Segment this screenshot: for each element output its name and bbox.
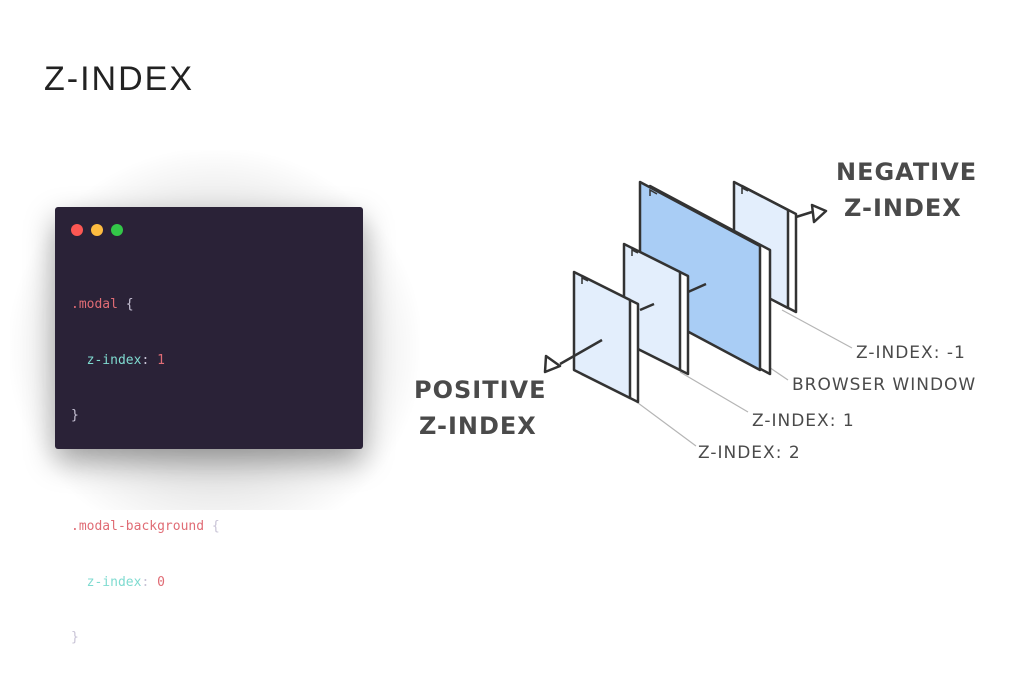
close-dot-icon (71, 224, 83, 236)
code-line: } (71, 629, 220, 648)
minimize-dot-icon (91, 224, 103, 236)
css-selector: .modal (71, 297, 118, 312)
z-axis-mid2 (639, 302, 655, 312)
arrow-negative-icon (810, 203, 828, 224)
label-z-index-2: Z-INDEX: 2 (698, 443, 801, 463)
css-property: z-index (86, 574, 142, 590)
code-line (71, 463, 220, 482)
page-title: Z-INDEX (44, 60, 194, 98)
code-line: .modal { (71, 296, 220, 315)
code-window: .modal { z-index: 1 } .modal-background … (55, 207, 363, 645)
code-brace: { (204, 519, 220, 534)
negative-label-line2: Z-INDEX (844, 194, 962, 222)
code-brace: { (117, 297, 134, 312)
css-property: z-index (86, 352, 142, 368)
z-axis-front (559, 338, 603, 366)
code-colon: : (141, 352, 158, 368)
code-line: } (71, 407, 220, 426)
label-z-index-1: Z-INDEX: 1 (752, 411, 855, 431)
z-index-diagram: NEGATIVE Z-INDEX POSITIVE Z-INDEX Z-INDE… (414, 158, 977, 463)
css-selector: .modal-background (71, 519, 205, 534)
arrow-positive-icon (543, 354, 562, 374)
label-browser-window: BROWSER WINDOW (792, 375, 976, 395)
maximize-dot-icon (111, 224, 123, 236)
code-block: .modal { z-index: 1 } .modal-background … (71, 259, 220, 685)
css-value: 1 (157, 352, 165, 368)
label-z-index-neg1: Z-INDEX: -1 (856, 343, 966, 363)
positive-label-line2: Z-INDEX (419, 412, 537, 440)
negative-label-line1: NEGATIVE (836, 158, 977, 186)
code-line: .modal-background { (71, 518, 220, 537)
code-brace: } (71, 630, 79, 645)
code-indent (71, 353, 87, 368)
z-axis-mid (687, 282, 707, 294)
code-indent (71, 575, 87, 590)
code-line: z-index: 1 (71, 352, 220, 371)
css-value: 0 (157, 574, 165, 590)
code-brace: } (71, 408, 79, 423)
code-colon: : (141, 574, 158, 590)
code-line: z-index: 0 (71, 574, 220, 593)
positive-label-line1: POSITIVE (414, 376, 546, 404)
layer-z-index-2 (572, 270, 640, 404)
